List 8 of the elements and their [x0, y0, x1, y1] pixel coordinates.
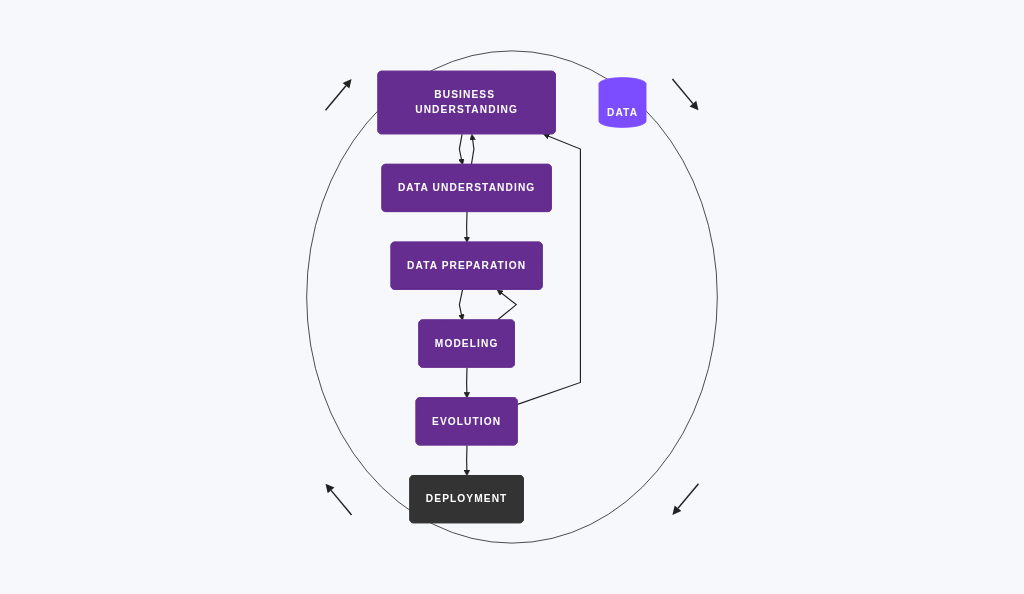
arrow	[458, 133, 465, 165]
arrow	[463, 211, 471, 243]
arrow	[496, 289, 518, 321]
arrow	[463, 366, 471, 399]
arrow	[458, 289, 465, 321]
arrow	[517, 133, 581, 405]
arrow	[463, 444, 471, 477]
arrow	[469, 133, 476, 166]
